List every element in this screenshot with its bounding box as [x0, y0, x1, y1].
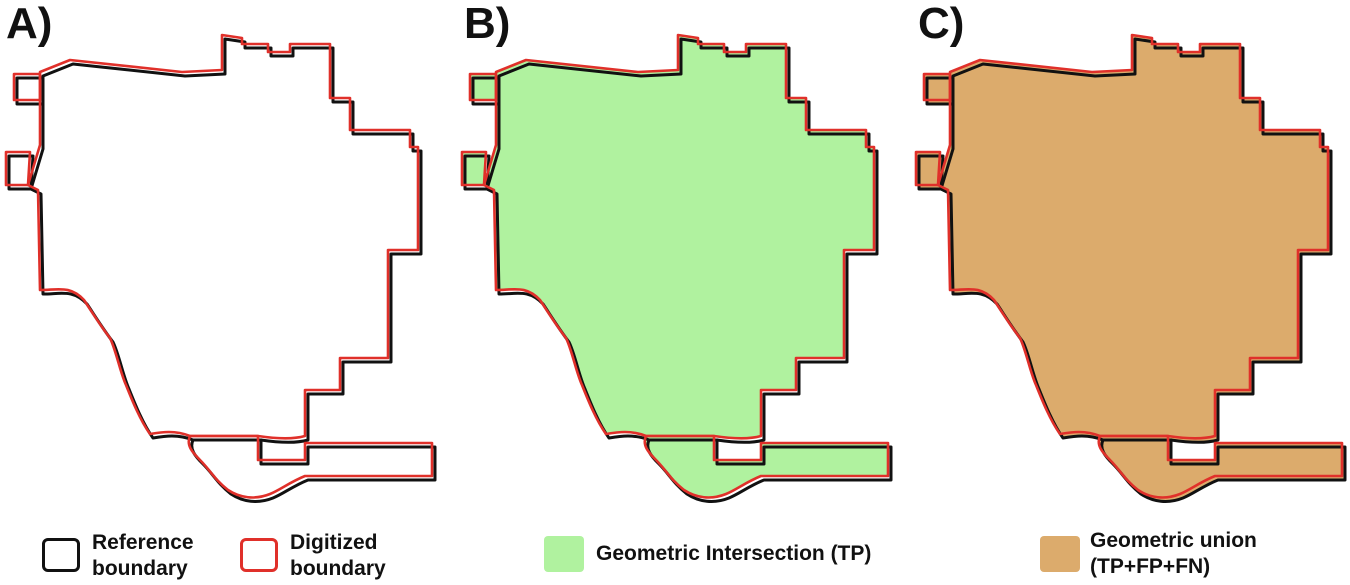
panel-c-map [914, 33, 1347, 503]
digitized-boundary-label: Digitized boundary [290, 531, 386, 580]
panel-a-map [4, 33, 437, 503]
panel-label-c: C) [918, 0, 965, 48]
panel-label-b: B) [464, 0, 511, 48]
digitized-boundary-swatch [240, 538, 278, 572]
panel-b-map [460, 33, 893, 503]
panel-label-a: A) [6, 0, 53, 48]
reference-boundary-swatch [42, 538, 80, 572]
intersection-label: Geometric Intersection (TP) [596, 542, 872, 565]
reference-boundary-label: Reference boundary [92, 531, 194, 580]
union-swatch [1040, 536, 1080, 572]
union-label: Geometric union (TP+FP+FN) [1090, 529, 1257, 578]
intersection-swatch [544, 536, 584, 572]
